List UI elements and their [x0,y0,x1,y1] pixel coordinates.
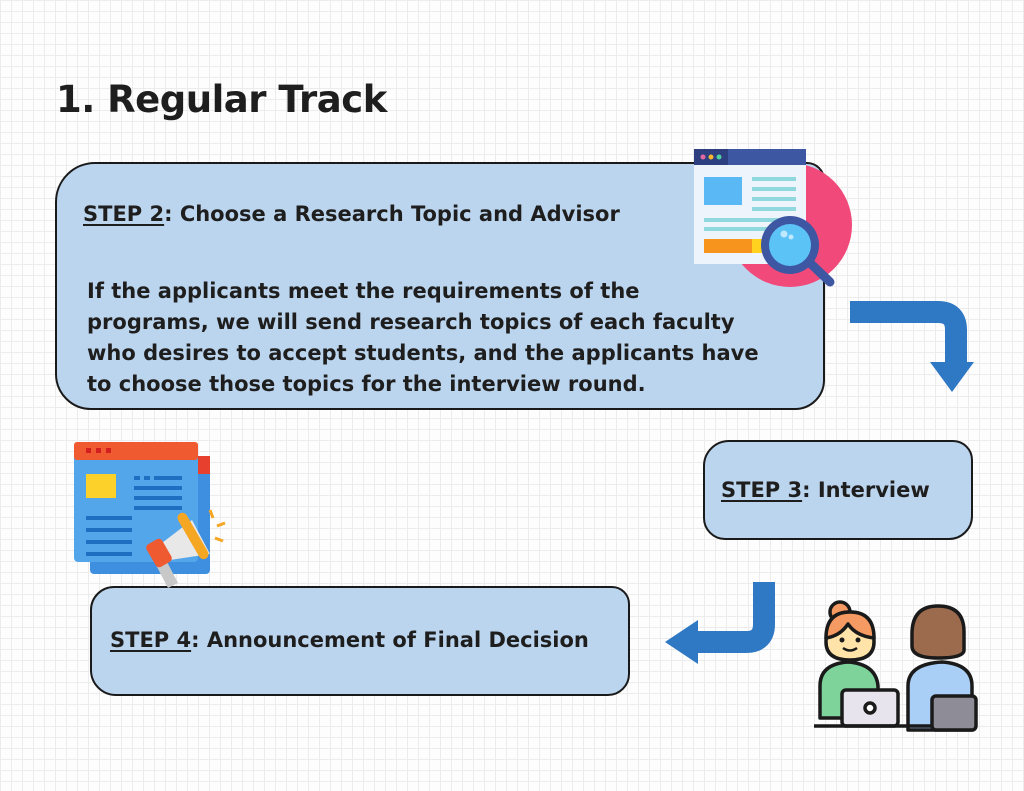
announcement-megaphone-icon [74,442,226,588]
step-4-name: : Announcement of Final Decision [191,628,589,652]
step-4-box: STEP 4: Announcement of Final Decision [90,586,630,696]
description-line: who desires to accept students, and the … [87,341,759,365]
arrow-right-down-icon [850,301,974,392]
step-3-name: : Interview [802,478,930,502]
description-line: to choose those topics for the interview… [87,372,646,396]
step-2-name: : Choose a Research Topic and Advisor [164,202,620,226]
step-4-label: STEP 4 [110,628,192,652]
step-3-heading: STEP 3: Interview [721,478,930,502]
research-document-icon [694,149,852,287]
step-4-heading: STEP 4: Announcement of Final Decision [110,628,589,652]
step-2-heading: STEP 2: Choose a Research Topic and Advi… [83,202,620,226]
step-3-box: STEP 3: Interview [703,440,973,540]
page-title: 1. Regular Track [56,78,387,121]
step-2-description: If the applicants meet the requirements … [87,276,827,400]
arrow-down-left-icon [665,582,775,664]
description-line: programs, we will send research topics o… [87,310,735,334]
description-line: If the applicants meet the requirements … [87,279,640,303]
step-3-label: STEP 3 [721,478,803,502]
interview-people-icon [814,600,978,732]
step-2-label: STEP 2 [83,202,165,226]
